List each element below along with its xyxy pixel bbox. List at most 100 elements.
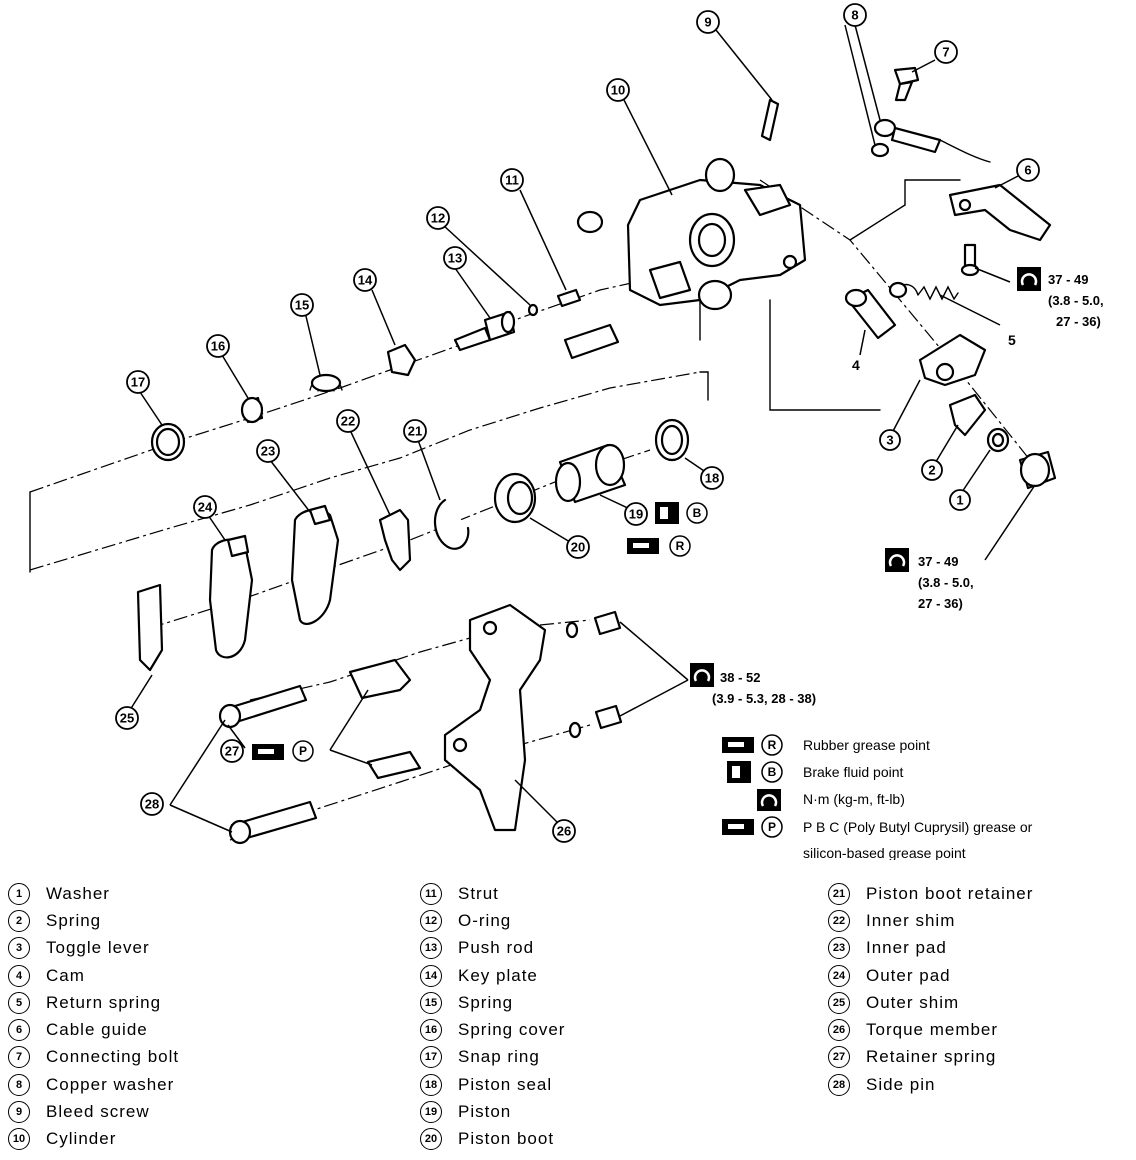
- symbol-legend: R Rubber grease point B Brake fluid poin…: [722, 734, 1033, 860]
- list-item: 23 Inner pad: [828, 935, 1033, 962]
- brake-fluid-symbol-19: [655, 502, 679, 524]
- item-name: Spring: [458, 992, 514, 1012]
- legend-pbc-grease: P P B C (Poly Butyl Cuprysil) grease or …: [722, 816, 1033, 860]
- svg-text:(3.8 - 5.0,: (3.8 - 5.0,: [918, 575, 974, 590]
- svg-text:3: 3: [886, 433, 893, 448]
- exploded-diagram: 1 2 3 4 5 6 7 8 9 10 11 12 13 14 15 16 1…: [29, 3, 1104, 860]
- torque-member: [443, 603, 547, 832]
- item-name: Bleed screw: [46, 1102, 150, 1122]
- torque-spec-upper: 37 - 49 (3.8 - 5.0, 27 - 36): [1017, 267, 1104, 329]
- item-number: 27: [828, 1046, 850, 1069]
- outer-pad: [208, 534, 254, 659]
- item-number: 18: [420, 1073, 442, 1096]
- item-name: Cable guide: [46, 1020, 148, 1040]
- svg-text:11: 11: [505, 173, 519, 188]
- svg-text:13: 13: [448, 251, 462, 266]
- item-number: 23: [828, 937, 850, 960]
- callout-14: 14: [353, 268, 377, 292]
- svg-text:silicon-based grease point: silicon-based grease point: [803, 845, 966, 860]
- item-name: Spring: [46, 910, 102, 930]
- item-number: 2: [8, 909, 30, 932]
- item-number: 20: [420, 1128, 442, 1151]
- item-number: 24: [828, 964, 850, 987]
- item-name: Inner shim: [866, 910, 956, 930]
- item-number: 17: [420, 1046, 442, 1069]
- item-number: 19: [420, 1101, 442, 1124]
- torque-member-bolts: [565, 610, 623, 739]
- item-number: 7: [8, 1046, 30, 1069]
- outer-shim: [136, 583, 164, 672]
- item-name: O-ring: [458, 910, 512, 930]
- callout-16: 16: [206, 334, 230, 358]
- svg-text:9: 9: [704, 15, 711, 30]
- item-number: 16: [420, 1019, 442, 1042]
- item-number: 4: [8, 964, 30, 987]
- svg-text:19: 19: [629, 507, 643, 522]
- svg-text:N·m (kg-m, ft-lb): N·m (kg-m, ft-lb): [803, 791, 905, 807]
- callout-10: 10: [606, 78, 630, 102]
- torque-icon: [885, 548, 909, 572]
- svg-text:37 - 49: 37 - 49: [1048, 272, 1088, 287]
- callout-21: 21: [403, 419, 427, 443]
- item-name: Spring cover: [458, 1020, 566, 1040]
- boot-retainer: [433, 498, 470, 550]
- svg-text:P B C (Poly Butyl Cuprysil) g: P B C (Poly Butyl Cuprysil) grease or: [803, 819, 1033, 835]
- list-item: 16 Spring cover: [420, 1016, 565, 1043]
- list-item: 7 Connecting bolt: [8, 1044, 179, 1071]
- svg-text:P: P: [299, 744, 307, 758]
- item-number: 9: [8, 1101, 30, 1124]
- callout-9: 9: [696, 10, 720, 34]
- item-number: 28: [828, 1073, 850, 1096]
- callout-18: 18: [700, 466, 724, 490]
- list-item: 20 Piston boot: [420, 1126, 565, 1153]
- push-rod: [453, 310, 620, 360]
- callout-28: 28: [140, 792, 164, 816]
- list-item: 2 Spring: [8, 907, 179, 934]
- svg-text:1: 1: [956, 493, 963, 508]
- item-name: Strut: [458, 883, 499, 903]
- item-number: 14: [420, 964, 442, 987]
- item-name: Piston boot retainer: [866, 883, 1034, 903]
- item-number: 3: [8, 937, 30, 960]
- svg-text:15: 15: [295, 298, 309, 313]
- snap-ring: [150, 422, 186, 462]
- item-number: 5: [8, 991, 30, 1014]
- callout-17: 17: [126, 370, 150, 394]
- svg-text:(3.8 - 5.0,: (3.8 - 5.0,: [1048, 293, 1104, 308]
- svg-text:16: 16: [211, 339, 225, 354]
- callout-8: 8: [843, 3, 867, 27]
- list-item: 12 O-ring: [420, 907, 565, 934]
- item-name: Inner pad: [866, 938, 947, 958]
- piston-boot: [493, 472, 537, 524]
- svg-text:17: 17: [131, 375, 145, 390]
- svg-text:27 - 36): 27 - 36): [918, 596, 963, 611]
- svg-text:27 - 36): 27 - 36): [1056, 314, 1101, 329]
- item-number: 12: [420, 909, 442, 932]
- svg-text:(3.9 - 5.3, 28 - 38): (3.9 - 5.3, 28 - 38): [712, 691, 816, 706]
- item-number: 22: [828, 909, 850, 932]
- item-name: Connecting bolt: [46, 1047, 180, 1067]
- washer: [986, 427, 1057, 490]
- return-spring: [888, 281, 959, 301]
- callout-5: 5: [1008, 332, 1016, 348]
- item-number: 1: [8, 882, 30, 905]
- item-name: Piston seal: [458, 1074, 553, 1094]
- callout-23: 23: [256, 439, 280, 463]
- svg-text:20: 20: [571, 540, 585, 555]
- strut: [556, 288, 582, 308]
- callout-19: 19: [624, 502, 648, 526]
- svg-text:27: 27: [225, 744, 239, 759]
- item-name: Piston boot: [458, 1129, 555, 1149]
- list-item: 9 Bleed screw: [8, 1098, 179, 1125]
